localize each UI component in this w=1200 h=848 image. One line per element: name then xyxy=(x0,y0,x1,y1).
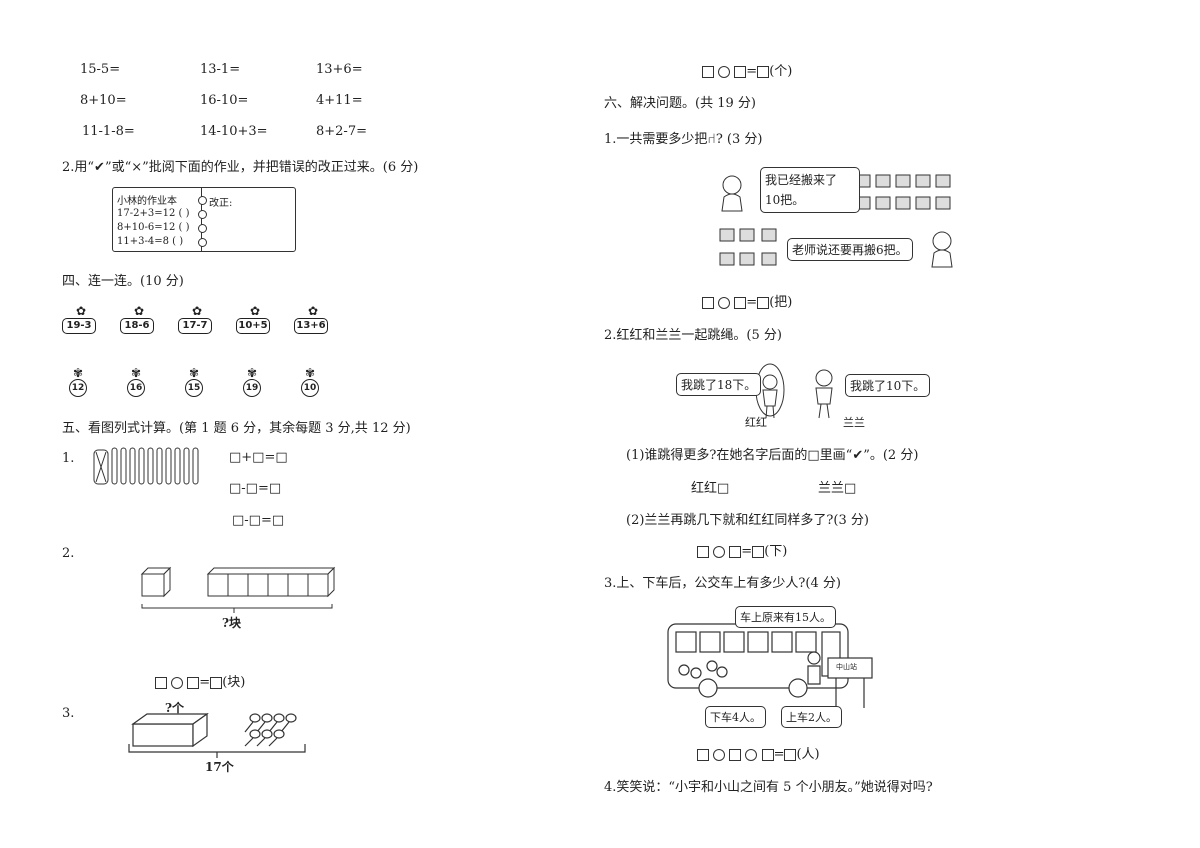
section-6-title: 六、解决问题。(共 19 分) xyxy=(604,96,756,111)
arith-item: 13+6= xyxy=(316,62,363,77)
total-count: 17个 xyxy=(205,760,234,774)
notebook-divider xyxy=(201,188,202,251)
speech-bubble-on: 上车2人。 xyxy=(781,706,842,728)
notebook-rings xyxy=(198,196,207,252)
arith-item: 15-5= xyxy=(80,62,121,77)
bee-icon: ✿ xyxy=(76,304,87,318)
problem-2-number: 2. xyxy=(62,546,75,561)
flower-icon: ✾ xyxy=(246,366,258,380)
sticks-illustration xyxy=(93,447,199,485)
unknown-count: ?个 xyxy=(165,701,185,715)
bee-icon: ✿ xyxy=(308,304,319,318)
arith-item: 13-1= xyxy=(200,62,241,77)
flower-target[interactable]: ✾16 xyxy=(121,367,151,397)
arith-item: 4+11= xyxy=(316,93,363,108)
check-honghong[interactable]: 红红□ xyxy=(691,481,730,496)
bus-stop-sign: 中山站 xyxy=(836,663,857,671)
homework-line: 17-2+3=12 ( ) xyxy=(117,208,190,219)
flower-icon: ✾ xyxy=(304,366,316,380)
equation-blank[interactable]: □-□=□ xyxy=(232,513,285,528)
flower-target[interactable]: ✾19 xyxy=(237,367,267,397)
speech-bubble-bus: 车上原来有15人。 xyxy=(735,606,836,628)
question-2: 2.红红和兰兰一起跳绳。(5 分) xyxy=(604,328,782,343)
equation-template[interactable]: =(块) xyxy=(155,671,245,690)
speech-bubble-off: 下车4人。 xyxy=(705,706,766,728)
equation-template[interactable]: =(下) xyxy=(697,540,787,559)
equation-template[interactable]: =(把) xyxy=(702,291,792,310)
bee-icon: ✿ xyxy=(192,304,203,318)
equation-template[interactable]: =(个) xyxy=(702,60,792,79)
arith-item: 8+2-7= xyxy=(316,124,367,139)
arith-item: 16-10= xyxy=(200,93,249,108)
flower-target[interactable]: ✾12 xyxy=(63,367,93,397)
homework-line: 11+3-4=8 ( ) xyxy=(117,236,184,247)
sub-question-2: (2)兰兰再跳几下就和红红同样多了?(3 分) xyxy=(626,513,869,528)
section-4-title: 四、连一连。(10 分) xyxy=(62,274,184,289)
question-4: 4.笑笑说：“小宇和小山之间有 5 个小朋友。”她说得对吗? xyxy=(604,780,933,795)
notebook-title: 小林的作业本 xyxy=(117,196,177,207)
bus-illustration xyxy=(667,623,873,708)
section-5-title: 五、看图列式计算。(第 1 题 6 分，其余每题 3 分,共 12 分) xyxy=(62,421,411,436)
box-spoons-illustration xyxy=(128,712,306,758)
question-3: 3.上、下车后，公交车上有多少人?(4 分) xyxy=(604,576,841,591)
jump-rope-illustration xyxy=(755,363,833,419)
problem-3-number: 3. xyxy=(62,706,75,721)
sub-question-1: (1)谁跳得更多?在她名字后面的□里画“✔”。(2 分) xyxy=(626,448,919,463)
chair-icon: ⑁ xyxy=(707,131,716,147)
chairs-illustration xyxy=(719,174,953,268)
homework-line: 8+10-6=12 ( ) xyxy=(117,222,190,233)
flower-icon: ✾ xyxy=(72,366,84,380)
speech-bubble-teacher: 老师说还要再搬6把。 xyxy=(787,238,913,261)
question-2-text: 2.用“✔”或“×”批阅下面的作业，并把错误的改正过来。(6 分) xyxy=(62,160,419,175)
bee-icon: ✿ xyxy=(250,304,261,318)
equation-template[interactable]: =(人) xyxy=(697,743,820,762)
flower-target[interactable]: ✾10 xyxy=(295,367,325,397)
name-honghong: 红红 xyxy=(745,416,767,429)
arith-item: 8+10= xyxy=(80,93,127,108)
equation-blank[interactable]: □+□=□ xyxy=(229,450,288,465)
name-lanlan: 兰兰 xyxy=(843,416,865,429)
speech-bubble-lanlan: 我跳了10下。 xyxy=(845,374,931,397)
question-1: 1.一共需要多少把⑁? (3 分) xyxy=(604,131,763,147)
arith-item: 14-10+3= xyxy=(200,124,268,139)
equation-blank[interactable]: □-□=□ xyxy=(229,481,282,496)
homework-notebook: 小林的作业本 17-2+3=12 ( ) 8+10-6=12 ( ) 11+3-… xyxy=(112,187,296,252)
speech-bubble-honghong: 我跳了18下。 xyxy=(676,373,762,396)
check-lanlan[interactable]: 兰兰□ xyxy=(818,481,857,496)
cubes-illustration xyxy=(140,566,336,613)
correction-label: 改正: xyxy=(209,198,233,209)
problem-1-number: 1. xyxy=(62,451,75,466)
bee-icon: ✿ xyxy=(134,304,145,318)
flower-icon: ✾ xyxy=(188,366,200,380)
arith-item: 11-1-8= xyxy=(82,124,135,139)
flower-icon: ✾ xyxy=(130,366,142,380)
brace-label: ?块 xyxy=(222,616,242,630)
flower-target[interactable]: ✾15 xyxy=(179,367,209,397)
